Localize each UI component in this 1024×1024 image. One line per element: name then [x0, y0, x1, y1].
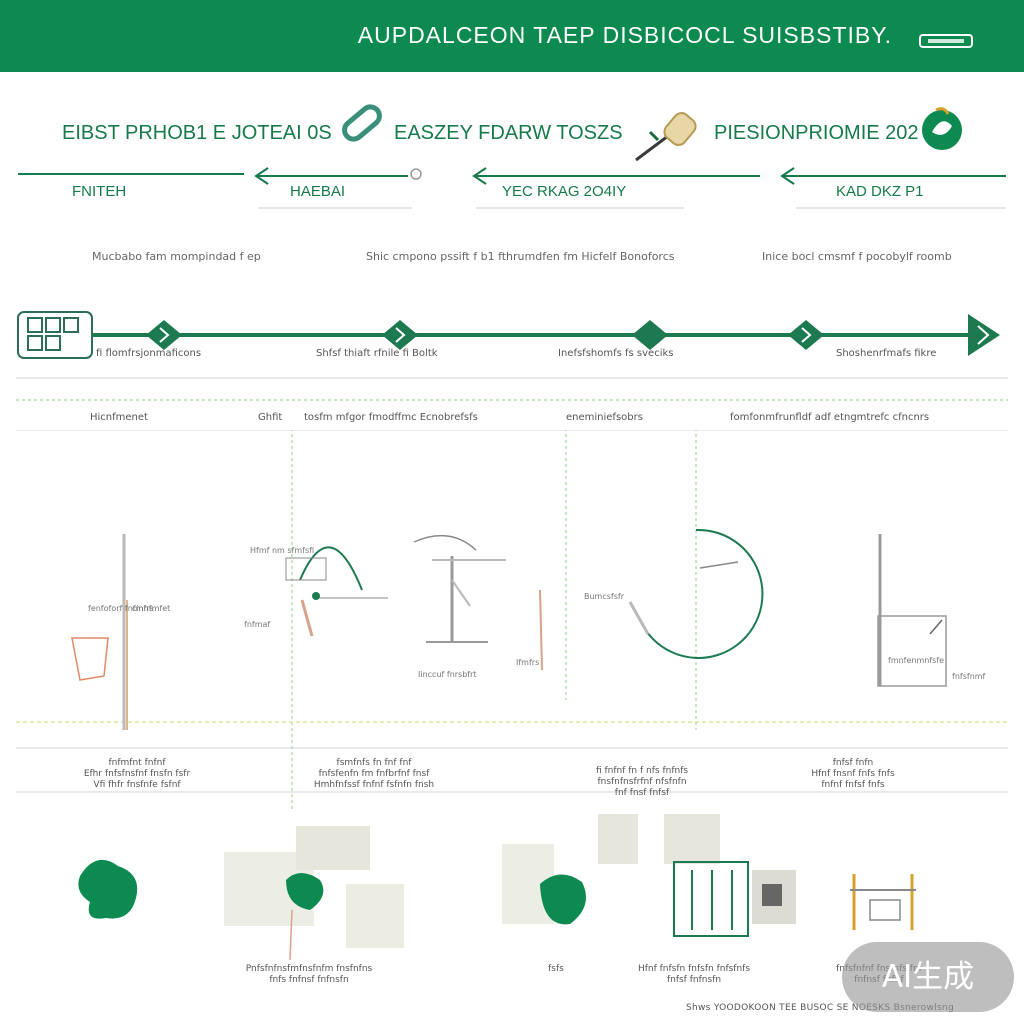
- leaf-blob-icon: [78, 859, 138, 919]
- phase-subtitle-4: KAD DKZ P1: [836, 183, 924, 200]
- description-1: Mucbabo fam mompindad f ep: [92, 250, 261, 263]
- row-label-1: Hicnfmenet: [90, 412, 148, 423]
- side-label-3: Hfmf nm sfmfsfi: [250, 546, 315, 555]
- side-label-8: fmnfenmnfsfe: [888, 656, 945, 665]
- row-label-3: tosfm mfgor fmodffmc Ecnobrefsfs: [304, 412, 478, 423]
- side-label-6: Ifmfrs: [516, 658, 540, 667]
- side-label-1: fenfoforf fnfmfrs: [88, 604, 154, 613]
- globe-leaf-icon: [922, 107, 962, 150]
- machine-icon: [502, 814, 796, 937]
- row-label-5: fomfonmfrunfldf adf etngmtrefc cfncnrs: [730, 412, 930, 423]
- description-3: Inice bocl cmsmf f pocobylf roomb: [762, 250, 952, 263]
- pole-icon: [71, 534, 128, 730]
- timeline-node-label-3: Inefsfshomfs fs sveciks: [558, 348, 674, 359]
- phase-subtitle-2: HAEBAI: [290, 183, 346, 200]
- arc-icon: [285, 546, 388, 637]
- phase-subtitle-1: FNITEH: [72, 183, 127, 200]
- circle-arc-icon: [628, 528, 764, 659]
- side-label-2: cinhfmfet: [132, 604, 171, 613]
- phase-title-1: EIBST PRHOB1 E JOTEAI 0S: [62, 122, 332, 144]
- row-label-4: eneminiefsobrs: [566, 412, 643, 423]
- clip-icon: [342, 104, 382, 142]
- process-diagram: [16, 430, 1008, 810]
- side-label-9: fnfsfnmf: [952, 672, 986, 681]
- timeline-node-label-4: Shoshenrfmafs fikre: [836, 348, 937, 359]
- phase-title-2: EASZEY FDARW TOSZS: [394, 122, 623, 144]
- bottom-illustrations: [78, 814, 916, 960]
- bottom-label-2: fsfs: [548, 964, 564, 974]
- building-icon: [224, 826, 404, 960]
- header-bar: AUPDALCEON TAEP DISBICOCL SUISBSTIBY.: [0, 0, 1024, 72]
- frame-icon: [877, 534, 947, 687]
- brush-icon: [635, 112, 697, 162]
- footer-text: Shws YOODOKOON TEE BUSOC SE NOESKS Bsner…: [686, 1003, 954, 1013]
- stand-icon: [413, 534, 543, 671]
- side-label-7: Bumcsfsfr: [584, 592, 625, 601]
- side-label-4: fnfmaf: [244, 620, 271, 629]
- timeline-node-label-2: Shfsf thiaft rfnile fi Boltk: [316, 348, 438, 359]
- phase-subtitle-3: YEC RKAG 2O4IY: [502, 183, 627, 200]
- page-title: AUPDALCEON TAEP DISBICOCL SUISBSTIBY.: [357, 22, 892, 48]
- ai-generated-badge: AI生成: [842, 942, 1014, 1012]
- grid-icon: [17, 311, 93, 359]
- crane-icon: [850, 874, 916, 930]
- description-2: Shic cmpono pssift f b1 fthrumdfen fm Hi…: [366, 250, 675, 263]
- side-label-5: Iinccuf fnrsbfrt: [418, 670, 477, 679]
- phase-arrows: [18, 167, 1006, 209]
- phase-title-3: PIESIONPRIOMIE 202: [714, 122, 919, 144]
- logo-icon: [919, 34, 973, 48]
- timeline-node-label-1: fi flomfrsjonmaficons: [96, 348, 202, 359]
- row-label-2: Ghfit: [258, 412, 283, 423]
- timeline: [16, 311, 1008, 401]
